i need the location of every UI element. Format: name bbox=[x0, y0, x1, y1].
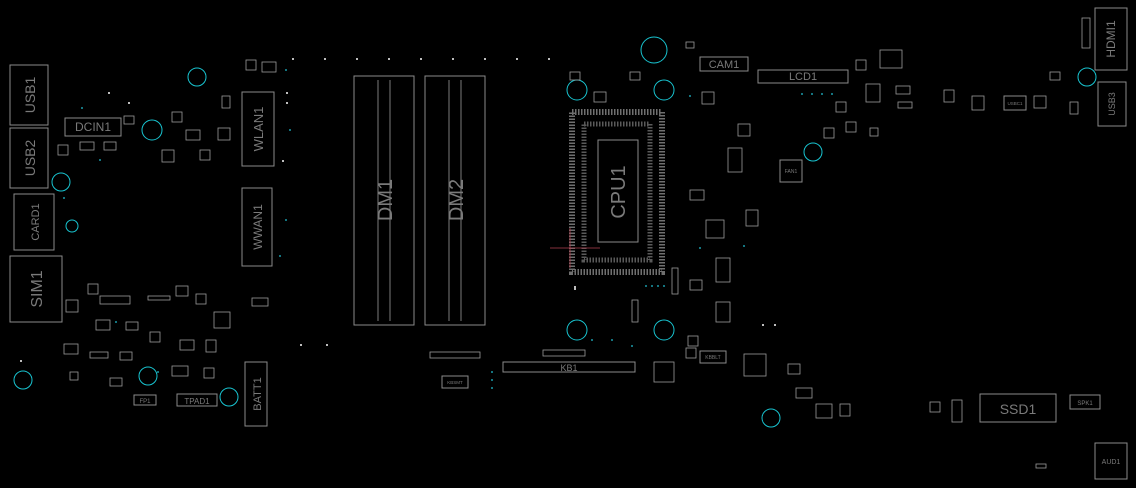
usb2-label: USB2 bbox=[22, 140, 38, 177]
component-cluster-left bbox=[57, 59, 277, 387]
usb1-label: USB1 bbox=[22, 77, 38, 114]
mounting-hole bbox=[1077, 67, 1097, 87]
fan1-label: FAN1 bbox=[785, 169, 798, 175]
mounting-holes bbox=[13, 36, 1097, 428]
dm1-label: DM1 bbox=[375, 179, 397, 221]
mounting-hole bbox=[138, 366, 158, 386]
wwan1-label: WWAN1 bbox=[251, 204, 265, 250]
mounting-hole bbox=[566, 319, 588, 341]
mounting-hole bbox=[761, 408, 781, 428]
dcin1-label: DCIN1 bbox=[75, 120, 111, 134]
cpu1-label: CPU1 bbox=[608, 165, 630, 218]
component-cluster-right bbox=[823, 17, 1091, 469]
mounting-hole bbox=[65, 219, 79, 233]
mounting-hole bbox=[653, 79, 675, 101]
lcd1-connector[interactable]: LCD1 bbox=[757, 69, 849, 84]
cpu1-package[interactable]: CPU1 bbox=[550, 109, 665, 275]
kbsmt-label: KBSMT bbox=[447, 380, 463, 385]
lcd1-label: LCD1 bbox=[789, 71, 817, 83]
tpad1-connector[interactable]: TPAD1 bbox=[176, 393, 218, 407]
mounting-hole bbox=[803, 142, 823, 162]
kbsmt-connector[interactable]: KBSMT bbox=[441, 375, 469, 389]
ssd1-label: SSD1 bbox=[1000, 401, 1037, 417]
mounting-hole bbox=[653, 319, 675, 341]
usb3-connector[interactable]: USB3 bbox=[1097, 81, 1127, 127]
usb2-connector[interactable]: USB2 bbox=[9, 127, 49, 189]
cam1-label: CAM1 bbox=[709, 59, 740, 71]
vias bbox=[63, 69, 833, 389]
usb3-label: USB3 bbox=[1107, 92, 1117, 116]
dm1-slot[interactable]: DM1 bbox=[353, 75, 415, 326]
kb1-connector[interactable]: KB1 bbox=[502, 361, 636, 373]
dm2-label: DM2 bbox=[446, 179, 468, 221]
mounting-hole bbox=[187, 67, 207, 87]
usb1-connector[interactable]: USB1 bbox=[9, 64, 49, 126]
aud1-jack[interactable]: AUD1 bbox=[1094, 442, 1128, 480]
fp1-label: FP1 bbox=[139, 399, 151, 405]
kbblt-label: KBBLT bbox=[705, 355, 720, 361]
spk1-connector[interactable]: SPK1 bbox=[1069, 394, 1101, 410]
smd-pads bbox=[20, 58, 776, 362]
usbc1-controller[interactable]: USBC1 bbox=[1003, 95, 1027, 111]
hdmi1-connector[interactable]: HDMI1 bbox=[1094, 7, 1128, 71]
ssd1-slot[interactable]: SSD1 bbox=[979, 393, 1057, 423]
card1-slot[interactable]: CARD1 bbox=[13, 193, 55, 251]
kb1-label: KB1 bbox=[560, 363, 577, 373]
usbc1-label: USBC1 bbox=[1007, 101, 1023, 106]
wlan1-slot[interactable]: WLAN1 bbox=[241, 91, 275, 167]
hdmi1-label: HDMI1 bbox=[1104, 20, 1118, 58]
dcin1-connector[interactable]: DCIN1 bbox=[64, 117, 122, 137]
mounting-hole bbox=[640, 36, 668, 64]
tpad1-label: TPAD1 bbox=[184, 397, 210, 406]
card1-label: CARD1 bbox=[30, 203, 42, 240]
mounting-hole bbox=[51, 172, 71, 192]
aud1-label: AUD1 bbox=[1102, 459, 1121, 466]
dm2-slot[interactable]: DM2 bbox=[424, 75, 486, 326]
kbblt-connector[interactable]: KBBLT bbox=[699, 350, 727, 364]
mounting-hole bbox=[219, 387, 239, 407]
mounting-hole bbox=[13, 370, 33, 390]
fan1-connector[interactable]: FAN1 bbox=[779, 159, 803, 183]
wlan1-label: WLAN1 bbox=[251, 107, 266, 152]
sim1-label: SIM1 bbox=[29, 270, 46, 307]
mounting-hole bbox=[566, 79, 588, 101]
batt1-label: BATT1 bbox=[252, 377, 264, 410]
mounting-hole bbox=[141, 119, 163, 141]
component-cluster-center bbox=[429, 41, 851, 419]
batt1-connector[interactable]: BATT1 bbox=[244, 361, 268, 427]
spk1-label: SPK1 bbox=[1077, 401, 1093, 407]
cam1-connector[interactable]: CAM1 bbox=[699, 56, 749, 72]
wwan1-slot[interactable]: WWAN1 bbox=[241, 187, 273, 267]
fp1-connector[interactable]: FP1 bbox=[133, 394, 157, 406]
sim1-slot[interactable]: SIM1 bbox=[9, 255, 63, 323]
